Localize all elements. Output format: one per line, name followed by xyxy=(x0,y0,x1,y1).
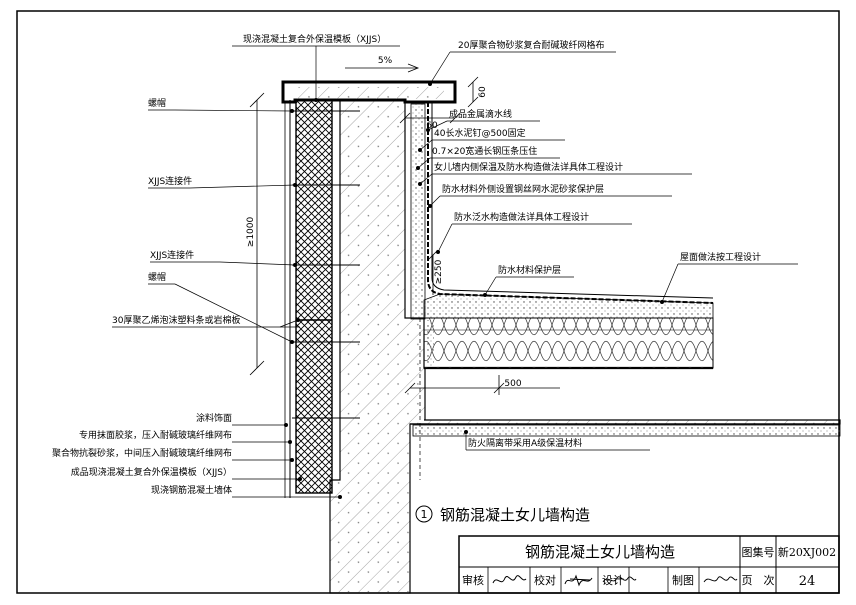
dimension-60b-text: 60 xyxy=(426,121,438,131)
fasteners xyxy=(292,110,360,419)
dimension-500-text: 500 xyxy=(504,379,521,389)
signature-design xyxy=(602,576,637,583)
dimension-1000-text: ≥1000 xyxy=(246,217,256,248)
label-nut-lower: 螺帽 xyxy=(148,271,166,283)
slope-arrow xyxy=(345,63,420,73)
label-paint: 涂料饰面 xyxy=(196,412,232,424)
page-number: 24 xyxy=(799,574,816,589)
label-drip: 成品金属滴水线 xyxy=(449,108,512,120)
caption-number: 1 xyxy=(421,508,428,521)
signature-check xyxy=(564,574,593,587)
page-label: 页 次 xyxy=(742,573,775,587)
review-label: 审核 xyxy=(462,573,484,587)
sheet-border xyxy=(16,10,840,594)
label-prefab: 成品现浇混凝土复合外保温模板（XJJS） xyxy=(71,466,232,478)
slope-text: 5% xyxy=(378,56,393,66)
dimension-500 xyxy=(404,375,560,395)
roof-concrete-fill xyxy=(426,320,434,366)
draw-label: 制图 xyxy=(672,574,694,587)
label-mortar: 聚合物抗裂砂浆，中间压入耐碱玻璃纤维网布 xyxy=(52,447,232,459)
caption-title: 钢筋混凝土女儿墙构造 xyxy=(440,506,590,524)
label-wp-protect: 防水材料保护层 xyxy=(498,264,561,276)
label-inner-insul: 女儿墙内侧保温及防水构造做法详具体工程设计 xyxy=(434,161,623,173)
title-block xyxy=(458,535,840,594)
dimension-60a-text: 60 xyxy=(478,86,488,98)
dimension-250-text: ≥250 xyxy=(434,259,444,284)
insulation-board xyxy=(295,99,333,494)
label-coat-top: 20厚聚合物砂浆复合耐碱玻纤网格布 xyxy=(458,39,604,51)
label-steel-strip: 0.7×20宽通长钢压条压住 xyxy=(432,145,537,157)
inner-insulation xyxy=(410,103,426,320)
title-block-title: 钢筋混凝土女儿墙构造 xyxy=(525,543,675,561)
label-mesh-protect: 防水材料外侧设置钢丝网水泥砂浆保护层 xyxy=(442,183,604,195)
label-nail: 40长水泥钉@500固定 xyxy=(434,127,526,139)
check-label: 校对 xyxy=(534,573,556,587)
atlas-label: 图集号 xyxy=(742,545,775,559)
label-connector-lower: XJJS连接件 xyxy=(150,249,194,261)
label-upturn: 防水泛水构造做法详具体工程设计 xyxy=(454,211,589,223)
fire-belt xyxy=(412,424,841,437)
leader-lines xyxy=(112,45,798,498)
label-roof: 屋面做法按工程设计 xyxy=(680,251,761,263)
coping-concrete xyxy=(296,87,444,99)
label-adhesive: 专用抹面胶浆，压入耐碱玻璃纤维网布 xyxy=(79,429,232,441)
dimension-1000 xyxy=(249,92,265,376)
protective-layer xyxy=(431,102,714,299)
atlas-number: 新20XJ002 xyxy=(778,545,836,559)
label-foam-strip: 30厚聚乙烯泡沫塑料条或岩棉板 xyxy=(112,314,240,326)
leader-dots xyxy=(284,82,664,499)
dimension-60-vertical xyxy=(467,76,479,108)
label-fire-belt: 防火隔离带采用A级保温材料 xyxy=(468,437,582,449)
label-top-formwork: 现浇混凝土复合外保温模板（XJJS） xyxy=(243,33,386,45)
signature-draw xyxy=(703,576,738,583)
label-nut-upper: 螺帽 xyxy=(148,97,166,109)
label-connector-upper: XJJS连接件 xyxy=(148,175,192,187)
signature-review xyxy=(492,575,527,584)
caption-number-circle xyxy=(415,505,433,523)
roof-insulation xyxy=(423,317,714,369)
label-concrete-wall: 现浇钢筋混凝土墙体 xyxy=(151,484,232,496)
